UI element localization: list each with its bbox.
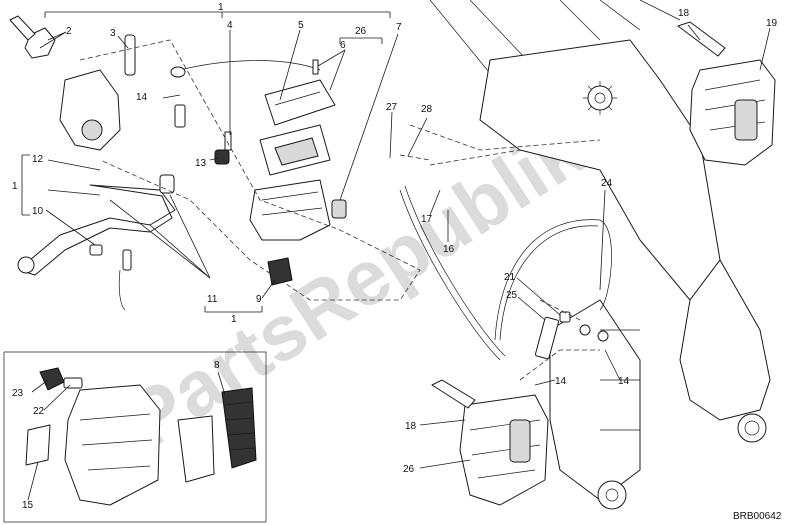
callout-28: 28 <box>421 104 433 115</box>
callout-13: 13 <box>195 158 207 169</box>
callout-2: 2 <box>66 26 72 37</box>
callout-9: 9 <box>256 294 262 305</box>
callout-15-right: 14 <box>618 376 630 387</box>
gear-icon <box>583 81 617 115</box>
lower-brake-caliper <box>431 379 549 506</box>
callout-18-top: 18 <box>678 8 690 19</box>
callout-11: 11 <box>207 294 218 305</box>
callout-18-bottom: 18 <box>405 421 417 432</box>
callout-8: 8 <box>214 360 220 371</box>
inset-detail-box <box>3 351 267 523</box>
callout-21: 22 <box>33 406 45 417</box>
callout-7: 7 <box>396 22 402 33</box>
callout-4: 4 <box>227 20 233 31</box>
diagram-reference-code: BRB00642 <box>733 511 782 522</box>
callout-24: 25 <box>506 290 518 301</box>
callout-19: 19 <box>766 18 778 29</box>
callout-27: 27 <box>386 102 398 113</box>
banjo-fittings <box>519 299 609 381</box>
callout-15-upper: 14 <box>136 92 148 103</box>
callout-25: 26 <box>403 464 415 475</box>
right-brake-caliper <box>677 21 776 166</box>
callout-23: 24 <box>601 178 613 189</box>
dust-boot <box>267 257 293 286</box>
fork-leg <box>429 0 771 510</box>
callout-20: 21 <box>504 272 516 283</box>
master-cylinder-assembly <box>9 15 347 241</box>
assembly-guides <box>79 39 601 301</box>
callout-labels: 1 2 3 4 5 26 7 6 14 13 12 1 10 11 9 1 27… <box>12 2 778 511</box>
group-brackets <box>21 11 391 313</box>
callout-16: 16 <box>443 244 455 255</box>
brake-lever <box>17 174 176 311</box>
callout-1-top: 1 <box>218 2 224 13</box>
callout-10: 10 <box>32 206 44 217</box>
brake-hose <box>399 185 612 361</box>
callout-26: 26 <box>355 26 367 37</box>
leader-lines <box>27 12 771 501</box>
callout-22: 23 <box>12 388 24 399</box>
callout-1-bottom: 1 <box>231 314 237 325</box>
callout-14: 15 <box>22 500 34 511</box>
callout-5: 5 <box>298 20 304 31</box>
callout-1-left: 1 <box>12 181 18 192</box>
callout-6: 6 <box>340 40 346 51</box>
callout-3: 3 <box>110 28 116 39</box>
callout-15-mid: 14 <box>555 376 567 387</box>
callout-17: 17 <box>421 214 433 225</box>
callout-12: 12 <box>32 154 44 165</box>
